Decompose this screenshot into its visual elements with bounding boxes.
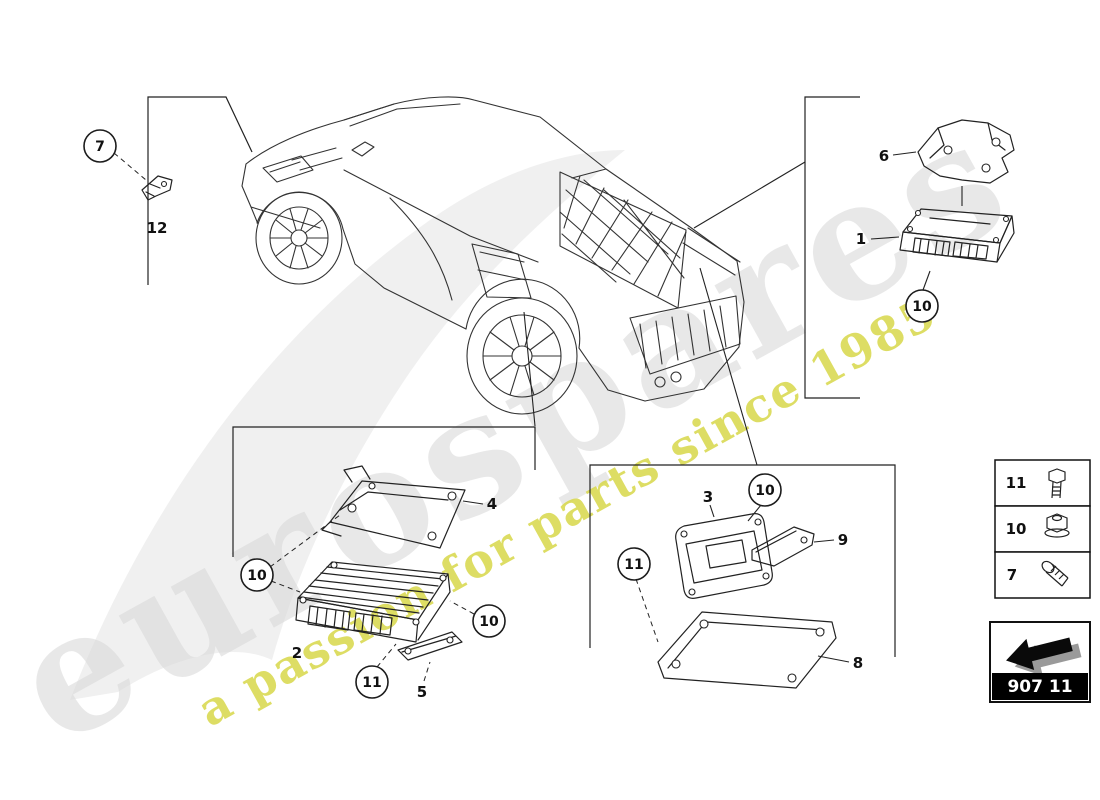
- callout-10-right-group: 10: [748, 473, 782, 507]
- callout-number: 10: [755, 483, 775, 499]
- label-part-9: 9: [838, 531, 848, 549]
- rear-wheel-spokes: [482, 316, 562, 396]
- callout-10-mid: 10: [472, 604, 506, 638]
- callout-number: 11: [624, 557, 643, 573]
- right-bracket-leader: [693, 161, 806, 229]
- label-part-8: 8: [853, 654, 863, 672]
- exhaust-tip: [670, 371, 682, 383]
- callout-circle: [905, 289, 939, 323]
- rear-panel-hatch: [639, 305, 727, 369]
- top-left-bracket: [147, 96, 253, 285]
- legend-label: 11: [1006, 474, 1027, 492]
- part-code-box: 907 11: [989, 621, 1091, 703]
- label-part-1: 1: [856, 230, 866, 248]
- rear-wing-lines: [682, 227, 741, 276]
- rocker-line: [342, 228, 467, 330]
- rear-lower: [578, 347, 646, 402]
- part-8-base-plate: [657, 611, 837, 689]
- callout-number: 10: [479, 614, 499, 630]
- callout-circle: [472, 604, 506, 638]
- callout-number: 10: [247, 568, 267, 584]
- front-wheel-spokes: [269, 208, 329, 269]
- callout-circle: [355, 665, 389, 699]
- hood-lines: [291, 147, 343, 171]
- engine-cover-hatch: [559, 175, 687, 297]
- headlight: [262, 155, 314, 183]
- body-outline: [245, 96, 745, 402]
- front-wheel-arch: [256, 192, 344, 230]
- legend-cell: [994, 505, 1091, 553]
- front-face: [241, 163, 321, 229]
- part-3-ecu: [675, 513, 773, 599]
- screw-icon: [1041, 560, 1069, 587]
- left-group-leader: [523, 311, 536, 427]
- callout-number: 11: [362, 675, 381, 691]
- front-wheel: [255, 191, 343, 285]
- part-9-bracket: [751, 526, 815, 567]
- side-intake: [471, 243, 532, 299]
- door-line: [389, 197, 453, 301]
- legend-row-nut: 10: [994, 505, 1091, 553]
- car-wireframe: [241, 96, 745, 415]
- left-group-bracket: [232, 426, 536, 557]
- fastener-legend: 11 10 7: [994, 459, 1091, 599]
- label-part-4: 4: [487, 495, 497, 513]
- part-6-bracket: [917, 119, 1015, 206]
- right-bracket: [804, 96, 860, 399]
- callout-circle: [83, 129, 117, 163]
- legend-label: 10: [1006, 520, 1027, 538]
- label-part-12: 12: [147, 219, 168, 237]
- callout-10-left: 10: [240, 558, 274, 592]
- legend-row-bolt: 11: [994, 459, 1091, 507]
- callout-number: 7: [95, 139, 105, 155]
- rear-wheel: [466, 297, 578, 415]
- callout-11-right-group: 11: [617, 547, 651, 581]
- part-4-bracket-plate: [321, 465, 466, 549]
- label-part-6: 6: [879, 147, 889, 165]
- leader-lines: [147, 96, 896, 657]
- part-5-bracket: [397, 631, 463, 661]
- callout-leaders: [113, 151, 917, 682]
- code-bar: [992, 673, 1088, 700]
- rear-wheel-arch: [465, 278, 581, 349]
- callout-11-left: 11: [355, 665, 389, 699]
- watermark: eurospares a passion for parts since 198…: [0, 77, 1041, 781]
- hex-bolt-icon: [1048, 468, 1066, 499]
- right-group-bracket: [589, 464, 896, 657]
- callout-circle: [748, 473, 782, 507]
- exhaust-tip: [654, 376, 666, 388]
- part-code-value: 907 11: [1007, 677, 1072, 697]
- legend-cell: [994, 551, 1091, 599]
- label-part-3: 3: [703, 488, 713, 506]
- part-2-ecu: [295, 561, 451, 643]
- part-1-ecu: [899, 208, 1015, 291]
- label-part-5: 5: [417, 683, 427, 701]
- direction-arrow-icon: [1006, 637, 1082, 677]
- callout-7: 7: [83, 129, 117, 163]
- legend-row-screw: 7: [994, 551, 1091, 599]
- legend-label: 7: [1007, 566, 1017, 584]
- windshield-lines: [343, 103, 461, 127]
- label-part-2: 2: [292, 644, 302, 662]
- flange-nut-icon: [1044, 513, 1070, 538]
- rear-panel-outline: [629, 295, 741, 375]
- mirror: [351, 141, 375, 157]
- callout-number: 10: [912, 299, 932, 315]
- legend-cell: [994, 459, 1091, 507]
- swoosh-shape: [70, 150, 625, 700]
- part-12-clip: [141, 175, 173, 201]
- callout-10-right-top: 10: [905, 289, 939, 323]
- callout-circle: [240, 558, 274, 592]
- right-group-leader: [699, 267, 758, 466]
- callout-circle: [617, 547, 651, 581]
